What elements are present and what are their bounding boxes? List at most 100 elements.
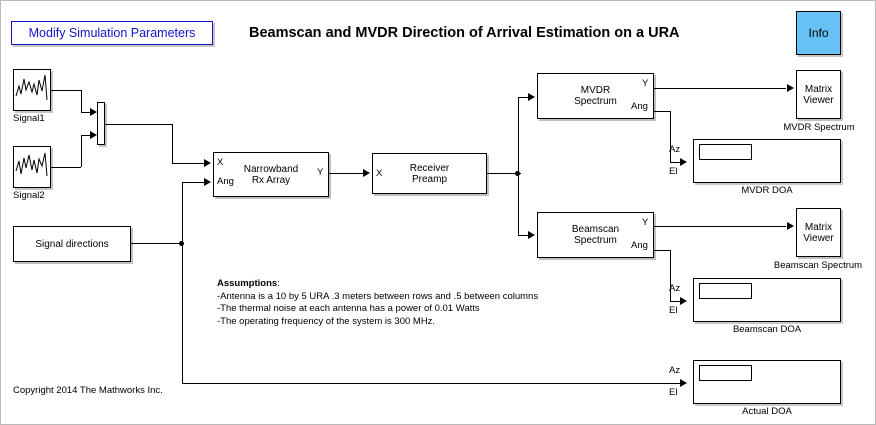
waveform-icon xyxy=(15,74,48,101)
signal-directions-block[interactable]: Signal directions xyxy=(13,226,131,262)
signal1-source-block[interactable] xyxy=(13,69,51,111)
assumptions-line-2: -The thermal noise at each antenna has a… xyxy=(217,303,480,315)
assumptions-heading-colon: : xyxy=(277,278,280,289)
mvdr-doa-value xyxy=(699,144,752,160)
matrix-viewer-beamscan-line2: Viewer xyxy=(803,232,834,244)
wire-signal2-v xyxy=(81,135,82,167)
wire-preamp-v-down xyxy=(518,173,519,235)
wire-signal2-h1 xyxy=(51,167,81,168)
mvdr-label-line2: Spectrum xyxy=(574,96,617,107)
wire-directions-h2 xyxy=(182,182,206,183)
arrow-preamp-x xyxy=(363,169,370,177)
actual-doa-value xyxy=(699,365,752,381)
beamscan-doa-port-az: Az xyxy=(669,283,681,294)
mvdr-doa-display[interactable] xyxy=(693,139,841,183)
mvdr-port-ang: Ang xyxy=(631,101,648,112)
beamscan-doa-display[interactable] xyxy=(693,278,841,322)
arrow-narrowband-ang xyxy=(204,178,211,186)
wire-preamp-out xyxy=(487,173,521,174)
arrow-mvdr-in xyxy=(528,93,535,101)
wire-beamscan-ang-h2 xyxy=(670,301,682,302)
narrowband-port-y: Y xyxy=(317,167,324,178)
matrix-viewer-mvdr-caption: MVDR Spectrum xyxy=(783,122,855,133)
mvdr-port-y: Y xyxy=(642,78,649,89)
narrowband-port-x: X xyxy=(217,157,224,168)
preamp-port-x: X xyxy=(376,168,383,179)
page-title: Beamscan and MVDR Direction of Arrival E… xyxy=(249,25,680,41)
wire-mux-out-h2 xyxy=(172,163,206,164)
narrowband-label-line1: Narrowband xyxy=(243,163,299,175)
wire-beamscan-in-h xyxy=(518,235,530,236)
wire-actual-doa-h xyxy=(182,383,682,384)
wire-directions-h1 xyxy=(131,243,183,244)
matrix-viewer-beamscan-line1: Matrix xyxy=(804,221,833,233)
beamscan-doa-value xyxy=(699,283,752,299)
wire-mvdr-ang-h1 xyxy=(654,111,671,112)
junction-directions xyxy=(179,241,184,246)
matrix-viewer-beamscan-block[interactable]: Matrix Viewer xyxy=(796,208,841,257)
wire-directions-v-down xyxy=(182,243,183,383)
wire-beamscan-ang-h1 xyxy=(654,250,671,251)
signal1-caption: Signal1 xyxy=(13,113,45,124)
arrow-mvdr-matrix-viewer xyxy=(787,84,794,92)
wire-directions-v-up xyxy=(182,182,183,243)
wire-mvdr-in-h xyxy=(518,97,530,98)
beamscan-doa-port-el: El xyxy=(669,305,678,316)
wire-mvdr-ang-h2 xyxy=(670,162,682,163)
beamscan-label-line1: Beamscan xyxy=(571,224,620,235)
matrix-viewer-mvdr-block[interactable]: Matrix Viewer xyxy=(796,70,841,119)
actual-doa-port-az: Az xyxy=(669,365,681,376)
arrow-beamscan-matrix-viewer xyxy=(787,222,794,230)
matrix-viewer-beamscan-caption: Beamscan Spectrum xyxy=(773,260,863,271)
wire-signal2-h2 xyxy=(81,135,92,136)
mvdr-spectrum-block[interactable]: MVDR Spectrum xyxy=(537,73,654,119)
mvdr-label-line1: MVDR xyxy=(580,85,611,96)
actual-doa-caption: Actual DOA xyxy=(742,406,792,417)
wire-signal1-v xyxy=(81,90,82,112)
receiver-preamp-block[interactable]: Receiver Preamp xyxy=(372,153,487,194)
narrowband-port-ang: Ang xyxy=(217,176,234,187)
wire-signal1-h1 xyxy=(51,90,81,91)
mvdr-doa-caption: MVDR DOA xyxy=(741,185,793,196)
beamscan-port-ang: Ang xyxy=(631,240,648,251)
beamscan-port-y: Y xyxy=(642,217,649,228)
arrow-mux-in2 xyxy=(90,131,97,139)
arrow-beamscan-in xyxy=(528,231,535,239)
info-button[interactable]: Info xyxy=(796,11,841,55)
signal2-caption: Signal2 xyxy=(13,190,45,201)
modify-simulation-parameters-label: Modify Simulation Parameters xyxy=(28,26,196,40)
junction-preamp-out xyxy=(515,171,520,176)
beamscan-label-line2: Spectrum xyxy=(574,235,617,246)
wire-mvdr-y xyxy=(654,88,786,89)
wire-mux-out-v xyxy=(172,124,173,163)
wire-narrowband-preamp xyxy=(329,173,364,174)
wire-preamp-v-up xyxy=(518,97,519,173)
signal-directions-label: Signal directions xyxy=(35,238,109,250)
arrow-actual-doa xyxy=(680,379,687,387)
wire-beamscan-y xyxy=(654,226,786,227)
narrowband-rx-array-block[interactable]: Narrowband Rx Array xyxy=(213,152,329,197)
actual-doa-display[interactable] xyxy=(693,360,841,404)
arrow-mvdr-doa xyxy=(680,158,687,166)
wire-mux-out-h1 xyxy=(105,124,173,125)
beamscan-doa-caption: Beamscan DOA xyxy=(732,324,802,335)
arrow-beamscan-doa xyxy=(680,297,687,305)
arrow-narrowband-x xyxy=(204,159,211,167)
signal2-source-block[interactable] xyxy=(13,146,51,188)
assumptions-note: Assumptions: -Antenna is a 10 by 5 URA .… xyxy=(217,278,538,328)
beamscan-spectrum-block[interactable]: Beamscan Spectrum xyxy=(537,212,654,258)
matrix-viewer-mvdr-line1: Matrix xyxy=(804,83,833,95)
narrowband-label-line2: Rx Array xyxy=(251,174,291,186)
assumptions-line-3: -The operating frequency of the system i… xyxy=(217,315,436,327)
mux-block[interactable] xyxy=(97,102,105,145)
preamp-label-line1: Receiver xyxy=(409,162,450,174)
modify-simulation-parameters-button[interactable]: Modify Simulation Parameters xyxy=(11,21,213,45)
waveform-icon xyxy=(15,152,48,177)
assumptions-line-1: -Antenna is a 10 by 5 URA .3 meters betw… xyxy=(217,290,539,302)
copyright-text: Copyright 2014 The Mathworks Inc. xyxy=(13,385,163,396)
mvdr-doa-port-el: El xyxy=(669,166,678,177)
wire-beamscan-ang-v xyxy=(670,250,671,301)
info-button-label: Info xyxy=(808,26,829,40)
matrix-viewer-mvdr-line2: Viewer xyxy=(803,94,834,106)
